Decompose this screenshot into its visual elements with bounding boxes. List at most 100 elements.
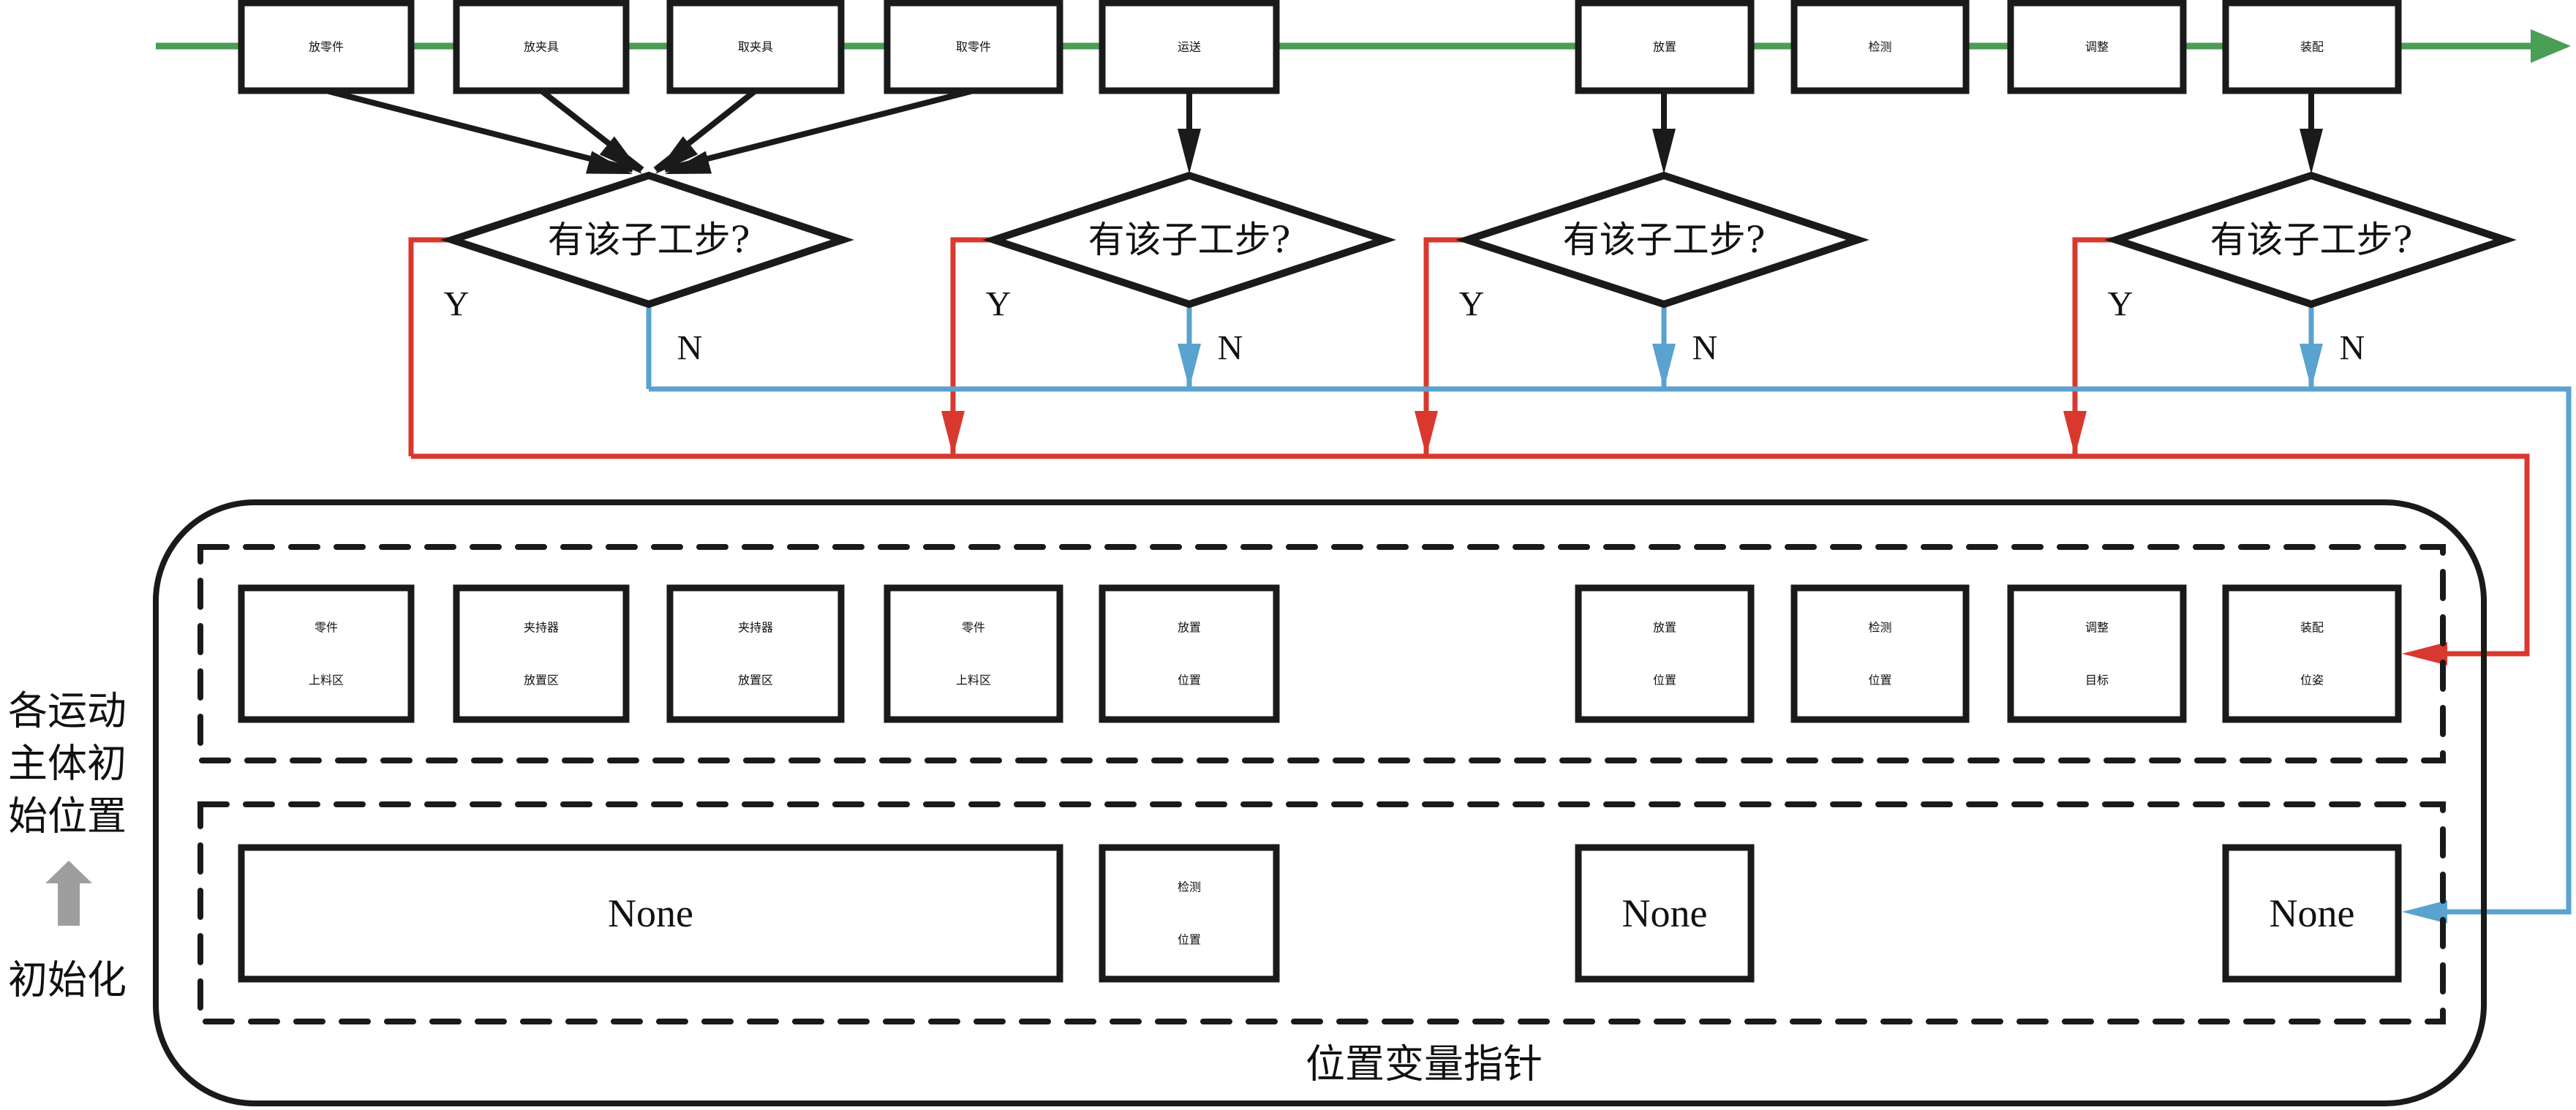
undefined: 放夹具 [453, 0, 630, 94]
undefined-frame [238, 844, 1063, 983]
undefined-label: 位姿 [2300, 673, 2324, 687]
undefined: 放零件 [238, 0, 415, 94]
input-arrowhead-icon [1178, 129, 1201, 174]
yes-branch-line [2072, 237, 2116, 456]
undefined-label: 调整 [2085, 40, 2109, 54]
no-arrowhead-icon [2300, 344, 2323, 389]
decision-node: 有该子工步? Y N [440, 171, 854, 368]
undefined-label: 零件 [962, 621, 985, 635]
undefined-frame [238, 584, 415, 723]
side-label-line-3: 始位置 [8, 793, 127, 839]
undefined-label: 检测 [1868, 40, 1891, 54]
init-label: 初始化 [8, 957, 127, 1003]
undefined-label: 夹持器 [524, 621, 559, 635]
undefined-label: 零件 [315, 621, 338, 635]
undefined: 取夹具 [666, 0, 845, 94]
undefined-frame [884, 584, 1063, 723]
decision-label: 有该子工步? [2210, 219, 2413, 261]
position-row-1: 零件上料区夹持器放置区夹持器放置区零件上料区放置位置放置位置检测位置调整目标装配… [238, 584, 2402, 723]
undefined: 取零件 [884, 0, 1063, 94]
yes-arrowhead-icon [941, 411, 965, 456]
yes-branch-line [1423, 237, 1467, 456]
undefined-frame [453, 0, 630, 94]
undefined-label: 上料区 [956, 673, 991, 687]
undefined-label: 放夹具 [524, 40, 559, 54]
undefined: 放置 [1575, 0, 1755, 94]
undefined-label: 放置 [1178, 621, 1201, 635]
undefined-label: 放零件 [309, 40, 344, 54]
decision-label: 有该子工步? [1088, 219, 1291, 261]
undefined-frame [2007, 584, 2187, 723]
undefined-frame [2222, 844, 2402, 983]
yes-branch-line [950, 237, 994, 456]
undefined-frame [884, 0, 1063, 94]
side-label: 各运动 主体初 始位置 初始化 [8, 688, 127, 1003]
undefined-frame [1575, 844, 1755, 983]
undefined-frame [2007, 0, 2187, 94]
undefined-label: None [608, 891, 693, 935]
no-arrowhead-icon [1178, 344, 1201, 389]
outer-rounded-container [153, 499, 2487, 1106]
decision-label: 有该子工步? [548, 219, 750, 261]
init-up-arrow-icon [45, 861, 92, 926]
undefined-frame [666, 0, 845, 94]
side-label-line-1: 各运动 [8, 688, 127, 734]
undefined: None [238, 844, 1063, 983]
side-label-line-2: 主体初 [8, 741, 127, 787]
input-connector [664, 88, 974, 173]
undefined-label: 位置 [1653, 673, 1676, 687]
yes-label: Y [2108, 285, 2134, 324]
dashed-group-targets [197, 544, 2446, 763]
undefined-label: None [2270, 891, 2355, 935]
undefined-label: 位置 [1178, 673, 1201, 687]
decision-diamond [440, 171, 854, 309]
no-label: N [677, 329, 703, 368]
undefined-label: 取零件 [956, 40, 991, 54]
yes-label: Y [444, 285, 470, 324]
undefined-frame [1575, 584, 1755, 723]
undefined: 装配 [2222, 0, 2402, 94]
no-bus-arrowhead-icon [2402, 900, 2447, 924]
dashed-group-alternates [197, 801, 2446, 1024]
undefined-label: 检测 [1178, 880, 1201, 894]
undefined-label: 夹持器 [738, 621, 773, 635]
undefined-label: 放置区 [524, 673, 559, 687]
undefined-label: None [1622, 891, 1708, 935]
no-label: N [1692, 329, 1718, 368]
decision-node: 有该子工步?YN [2104, 171, 2517, 368]
undefined-frame [238, 0, 415, 94]
input-arrowhead-icon [599, 136, 642, 174]
undefined-frame [1099, 0, 1280, 94]
undefined-label: 检测 [1868, 621, 1891, 635]
undefined-label: 位置 [1868, 673, 1891, 687]
substep-row: 放零件 放夹具 取夹具 取零件 运送 放置 检测 调整 装配 [238, 0, 2402, 94]
no-label: N [1218, 329, 1243, 368]
undefined: None [2222, 844, 2402, 983]
undefined: 运送 [1099, 0, 1280, 94]
undefined-frame [2222, 0, 2402, 94]
undefined-frame [1099, 844, 1280, 983]
undefined-label: 上料区 [309, 673, 344, 687]
yes-arrowhead-icon [2063, 411, 2087, 456]
input-arrowhead-icon [2300, 129, 2323, 174]
yes-label: Y [986, 285, 1012, 324]
undefined: None [1575, 844, 1755, 983]
position-pointer-container [153, 499, 2487, 1106]
undefined-label: 放置 [1653, 621, 1676, 635]
container-caption: 位置变量指针 [1306, 1041, 1543, 1087]
undefined-frame [453, 584, 630, 723]
input-arrowhead-icon [655, 136, 698, 174]
undefined-frame [1575, 0, 1755, 94]
undefined-label: 装配 [2300, 40, 2324, 54]
yes-arrowhead-icon [1415, 411, 1438, 456]
undefined-frame [666, 584, 845, 723]
